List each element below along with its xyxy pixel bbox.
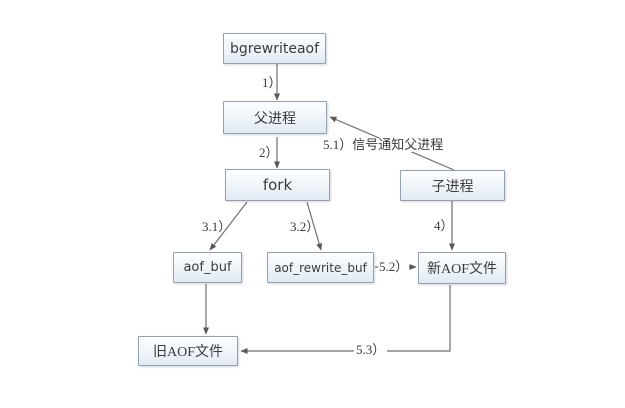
node-aof-rewrite-buf-label: aof_rewrite_buf [274, 260, 367, 275]
node-new-aof-file-label: 新AOF文件 [426, 262, 497, 277]
edge-label-step4: 4） [434, 218, 454, 233]
edge-label-step5-2: 5.2） [378, 259, 410, 274]
edge-label-step5-3: 5.3） [354, 342, 388, 357]
node-old-aof-file-label: 旧AOF文件 [152, 345, 223, 360]
node-aof-rewrite-buf: aof_rewrite_buf [267, 252, 374, 283]
edge-label-step3-2: 3.2） [290, 219, 320, 234]
node-aof-buf: aof_buf [173, 252, 242, 283]
node-child-process-label: 子进程 [431, 179, 474, 195]
node-child-process: 子进程 [400, 170, 505, 201]
node-parent-process-label: 父进程 [254, 111, 296, 127]
edge-step3-2-arrow [306, 201, 323, 251]
node-new-aof-file: 新AOF文件 [418, 252, 506, 284]
edge-label-step2: 2） [259, 145, 279, 160]
edge-step5-3-arrow [240, 285, 451, 354]
node-parent-process: 父进程 [223, 101, 327, 134]
node-bgrewriteaof: bgrewriteaof [223, 33, 326, 64]
edge-step3-1-arrow [209, 201, 248, 251]
edge-label-step5-1: 5.1）信号通知父进程 [321, 137, 446, 152]
node-aof-buf-label: aof_buf [183, 260, 232, 275]
edge-label-step3-1: 3.1） [202, 219, 232, 234]
node-bgrewriteaof-label: bgrewriteaof [229, 40, 320, 57]
node-fork-label: fork [262, 176, 293, 194]
node-fork: fork [225, 169, 330, 201]
edge-label-step1: 1） [262, 75, 282, 90]
node-old-aof-file: 旧AOF文件 [138, 336, 238, 366]
